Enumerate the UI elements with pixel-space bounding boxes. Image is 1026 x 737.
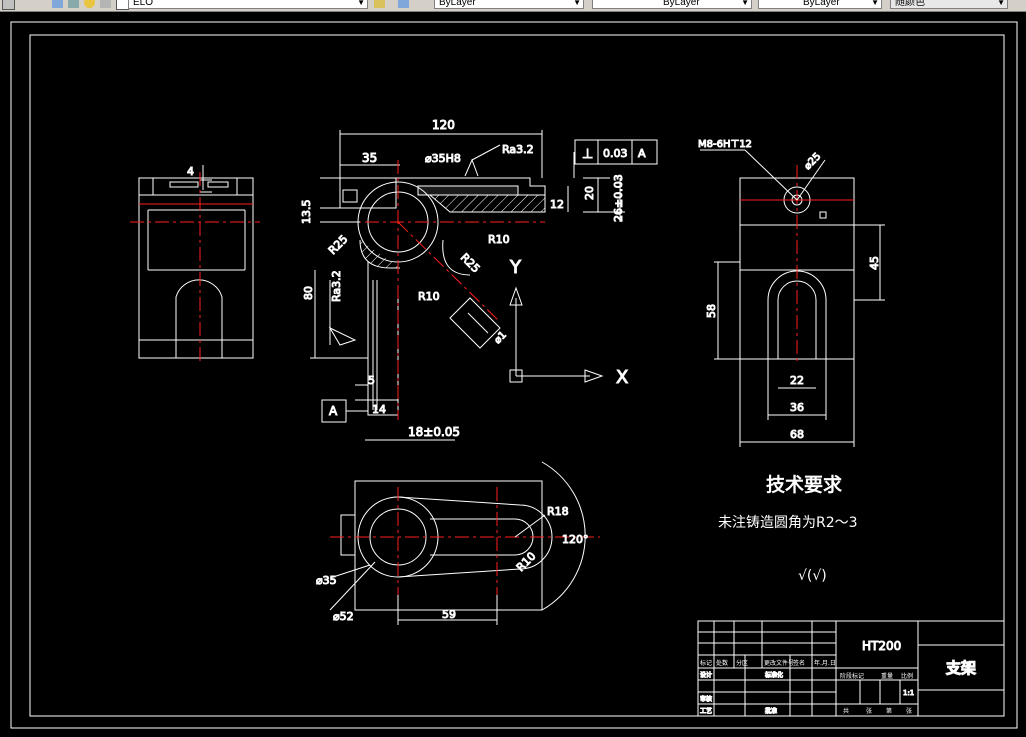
- dim-label: 58: [705, 304, 718, 318]
- revision-header-label: 签名: [793, 659, 805, 667]
- dim-label: 35: [362, 151, 377, 165]
- layer-previous-icon[interactable]: [398, 0, 409, 8]
- ucs-x-label: X: [616, 367, 628, 388]
- revision-header-label: 分区: [736, 659, 748, 667]
- toolbar: ELO ▼ ByLayer ▼ ByLayer ▼ ByLayer ▼ 随颜色 …: [0, 0, 1026, 12]
- dim-label: 13.5: [300, 200, 313, 225]
- dim-label: 22: [790, 374, 804, 387]
- dim-label: R10: [514, 550, 538, 574]
- scale-value: 1:1: [903, 689, 914, 697]
- color-dropdown[interactable]: ByLayer ▼: [434, 0, 584, 9]
- dim-label: 68: [790, 428, 804, 441]
- chevron-down-icon: ▼: [871, 0, 879, 7]
- stage-header-label: 比例: [901, 672, 913, 680]
- layer-dropdown-value: ELO: [133, 0, 154, 8]
- color-dropdown-value: ByLayer: [439, 0, 476, 8]
- layer-lock-icon[interactable]: [100, 0, 111, 8]
- linetype-dropdown[interactable]: ByLayer ▼: [592, 0, 752, 9]
- dim-label: ⌀25: [802, 151, 823, 172]
- standard-label: 标准化: [765, 671, 783, 679]
- dim-label: R25: [326, 233, 350, 257]
- layer-stack-icon[interactable]: [52, 0, 63, 8]
- dim-label: 12: [550, 198, 564, 211]
- chevron-down-icon: ▼: [357, 0, 365, 7]
- dim-label: 120°: [562, 533, 589, 546]
- approve-label: 批准: [765, 707, 777, 715]
- revision-header-label: 处数: [716, 659, 728, 667]
- thread-label: M8-6H⊤12: [698, 139, 752, 150]
- sheet-label: 张: [866, 707, 872, 715]
- notes-title: 技术要求: [766, 473, 843, 496]
- front-section-view: 120 35 ⌀35H8 Ra3.2 ⊥ 0.03 A 12 20 26±0.0…: [300, 118, 658, 441]
- linetype-dropdown-value: ByLayer: [663, 0, 700, 8]
- side-view-right: M8-6H⊤12 ⌀25 45 58 22 36 68: [698, 139, 885, 447]
- sheet-label: 共: [843, 707, 849, 715]
- revision-header-label: 标记: [700, 659, 712, 667]
- chevron-down-icon: ▼: [741, 0, 749, 7]
- dim-label: 14: [372, 403, 386, 416]
- stage-header-label: 阶段标记: [840, 672, 864, 680]
- plotstyle-dropdown-value: 随颜色: [895, 0, 925, 8]
- sheet-border-outer: [10, 21, 1018, 729]
- dim-label: R10: [488, 233, 510, 246]
- sheet-border-inner: [29, 34, 1005, 717]
- notes-line1: 未注铸造圆角为R2～3: [718, 515, 858, 531]
- dim-label: ⌀35: [316, 574, 337, 587]
- chevron-down-icon: ▼: [997, 0, 1005, 7]
- tolerance-value: 0.03: [603, 147, 628, 160]
- dim-label: R10: [418, 290, 440, 303]
- dim-label: ⌀1: [492, 330, 509, 347]
- dim-label: ⌀35H8: [425, 152, 461, 165]
- title-block: HT200 支架 标记处数分区 更改文件号签名 年.月.日 设计 标准化 审核 工艺…: [697, 620, 1005, 717]
- ucs-icon: Y X: [509, 257, 629, 389]
- check-label: 审核: [700, 695, 712, 703]
- roughness-label: Ra3.2: [502, 143, 534, 156]
- top-view-left: 4: [130, 165, 260, 362]
- dim-label: 59: [442, 608, 456, 621]
- dim-label: 5: [368, 374, 375, 387]
- dim-label: R25: [458, 251, 482, 275]
- lineweight-dropdown[interactable]: ByLayer ▼: [758, 0, 882, 9]
- plotstyle-dropdown[interactable]: 随颜色 ▼: [890, 0, 1008, 9]
- dim-label: 26±0.03: [612, 174, 625, 222]
- dim-label: ⌀52: [333, 610, 354, 623]
- ucs-y-label: Y: [509, 257, 522, 278]
- layer-dropdown[interactable]: ELO ▼: [128, 0, 368, 9]
- dim-label: 4: [187, 165, 194, 178]
- layer-manager-icon[interactable]: [2, 0, 15, 10]
- dim-label: 36: [790, 401, 804, 414]
- sheet-label: 第: [886, 707, 892, 715]
- datum-label: A: [329, 404, 338, 418]
- dim-label: 120: [432, 118, 455, 132]
- chevron-down-icon: ▼: [573, 0, 581, 7]
- design-label: 设计: [700, 671, 712, 679]
- roughness-label: Ra3.2: [330, 270, 343, 302]
- dim-label: 80: [302, 286, 315, 300]
- tolerance-datum: A: [638, 147, 646, 160]
- material-label: HT200: [862, 639, 901, 653]
- make-current-icon[interactable]: [374, 0, 385, 8]
- bottom-view: R18 120° R10 ⌀35 ⌀52 59: [316, 461, 600, 625]
- dim-label: 45: [868, 256, 881, 270]
- revision-row-labels: 标记处数分区 更改文件号签名 年.月.日: [700, 659, 836, 667]
- layer-visibility-icon[interactable]: [68, 0, 79, 8]
- dim-label: 18±0.05: [408, 425, 460, 439]
- dim-label: 20: [583, 186, 596, 200]
- sheet-label: 张: [906, 707, 912, 715]
- layer-freeze-icon[interactable]: [84, 0, 95, 8]
- stage-header-label: 重量: [881, 672, 893, 680]
- drawing-canvas[interactable]: 4: [0, 11, 1026, 737]
- technical-notes: 技术要求 未注铸造圆角为R2～3 √(√): [718, 473, 858, 584]
- sheet-labels: 共张第张: [843, 707, 912, 715]
- tolerance-symbol: ⊥: [582, 147, 593, 162]
- revision-header-label: 年.月.日: [814, 659, 836, 667]
- notes-roughness: √(√): [798, 568, 827, 584]
- lineweight-dropdown-value: ByLayer: [803, 0, 840, 8]
- dim-label: R18: [547, 505, 569, 518]
- process-label: 工艺: [700, 707, 712, 715]
- revision-header-label: 更改文件号: [764, 659, 794, 667]
- stage-labels: 阶段标记 重量比例: [840, 672, 913, 680]
- part-name: 支架: [945, 659, 976, 677]
